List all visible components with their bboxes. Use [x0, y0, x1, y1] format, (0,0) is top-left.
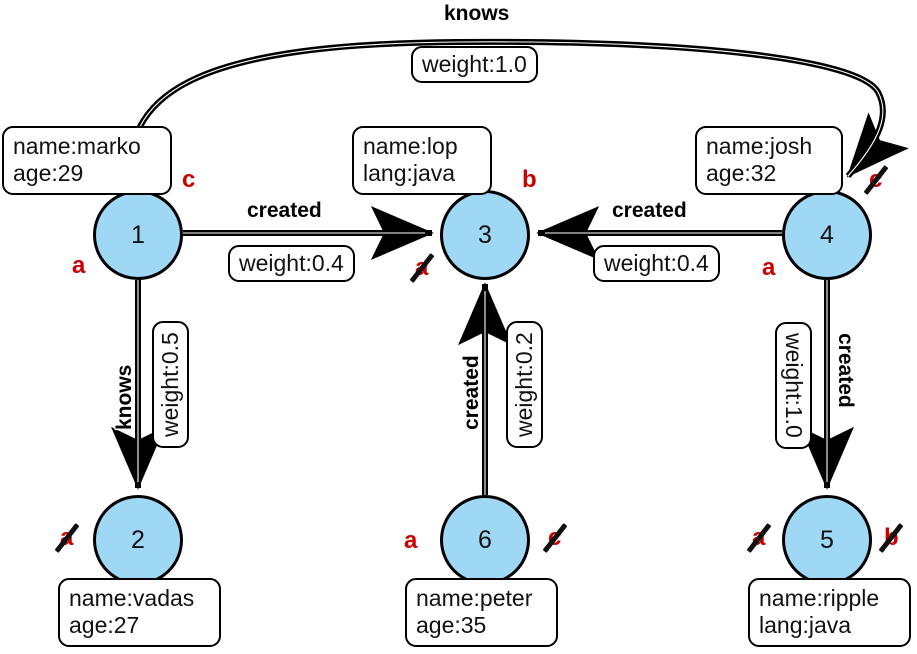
annotation-b-node-3: b	[522, 166, 537, 194]
graph-node-6[interactable]: 6	[440, 495, 530, 585]
node-label: 1	[131, 220, 145, 249]
edge-weight-created-4-5: weight:1.0	[774, 322, 812, 449]
node-label: 2	[131, 525, 145, 554]
annotation-c-struck-node-4: c	[863, 165, 889, 195]
property-box-node-3: name:lop lang:java	[352, 126, 492, 196]
annotation-letter: a	[404, 527, 418, 554]
edge-weight-created-6-3: weight:0.2	[506, 321, 544, 448]
property-line: name:ripple	[759, 585, 880, 611]
edge-weight-knows-1-2: weight:0.5	[152, 321, 190, 448]
property-line: age:32	[706, 160, 777, 187]
annotation-a-struck-node-5: a	[746, 523, 772, 553]
property-line: age:35	[416, 612, 487, 639]
edge-weight-knows-4-1: weight:1.0	[411, 46, 538, 84]
annotation-a-node-4: a	[762, 254, 775, 282]
property-box-node-2: name:vadas age:27	[58, 578, 221, 648]
graph-node-1[interactable]: 1	[93, 190, 183, 280]
annotation-letter: b	[522, 166, 537, 193]
annotation-letter: c	[182, 166, 196, 193]
graph-node-2[interactable]: 2	[93, 495, 183, 585]
node-label: 6	[478, 525, 492, 554]
property-line: name:lop	[363, 133, 458, 159]
property-box-node-6: name:peter age:35	[405, 578, 558, 648]
annotation-b-struck-node-5: b	[878, 523, 904, 553]
annotation-a-node-6: a	[404, 527, 417, 555]
property-line: name:marko	[13, 133, 141, 159]
edge-label-created-4-3: created	[612, 199, 687, 222]
property-line: name:vadas	[69, 585, 195, 611]
edge-label-created-4-5: created	[834, 333, 857, 408]
edge-label-created-1-3: created	[247, 199, 322, 222]
annotation-c-struck-node-6: c	[542, 523, 568, 553]
property-line: lang:java	[363, 160, 456, 187]
edge-weight-created-1-3: weight:0.4	[228, 245, 355, 283]
property-line: lang:java	[759, 612, 852, 639]
edge-weight-created-4-3: weight:0.4	[593, 245, 720, 283]
edge-label-knows-4-1: knows	[444, 2, 510, 25]
annotation-letter: a	[762, 254, 776, 281]
graph-node-3[interactable]: 3	[440, 190, 530, 280]
graph-node-5[interactable]: 5	[782, 495, 872, 585]
annotation-c-node-1: c	[182, 166, 195, 194]
property-line: name:josh	[706, 133, 813, 159]
node-label: 4	[820, 220, 834, 249]
annotation-a-node-1: a	[72, 252, 85, 280]
property-line: age:29	[13, 160, 84, 187]
annotation-a-struck-node-3: a	[409, 253, 435, 283]
node-label: 5	[820, 525, 834, 554]
graph-node-4[interactable]: 4	[782, 190, 872, 280]
edge-label-created-6-3: created	[460, 355, 483, 430]
property-box-node-1: name:marko age:29	[2, 126, 172, 196]
annotation-letter: a	[72, 252, 86, 279]
property-line: name:peter	[416, 585, 533, 611]
node-label: 3	[478, 220, 492, 249]
edge-label-knows-1-2: knows	[113, 364, 136, 430]
edge-4-to-1-knows[interactable]	[127, 38, 909, 191]
property-line: age:27	[69, 612, 140, 639]
property-box-node-5: name:ripple lang:java	[748, 578, 911, 648]
property-box-node-4: name:josh age:32	[695, 126, 843, 196]
annotation-a-struck-node-2: a	[54, 523, 80, 553]
